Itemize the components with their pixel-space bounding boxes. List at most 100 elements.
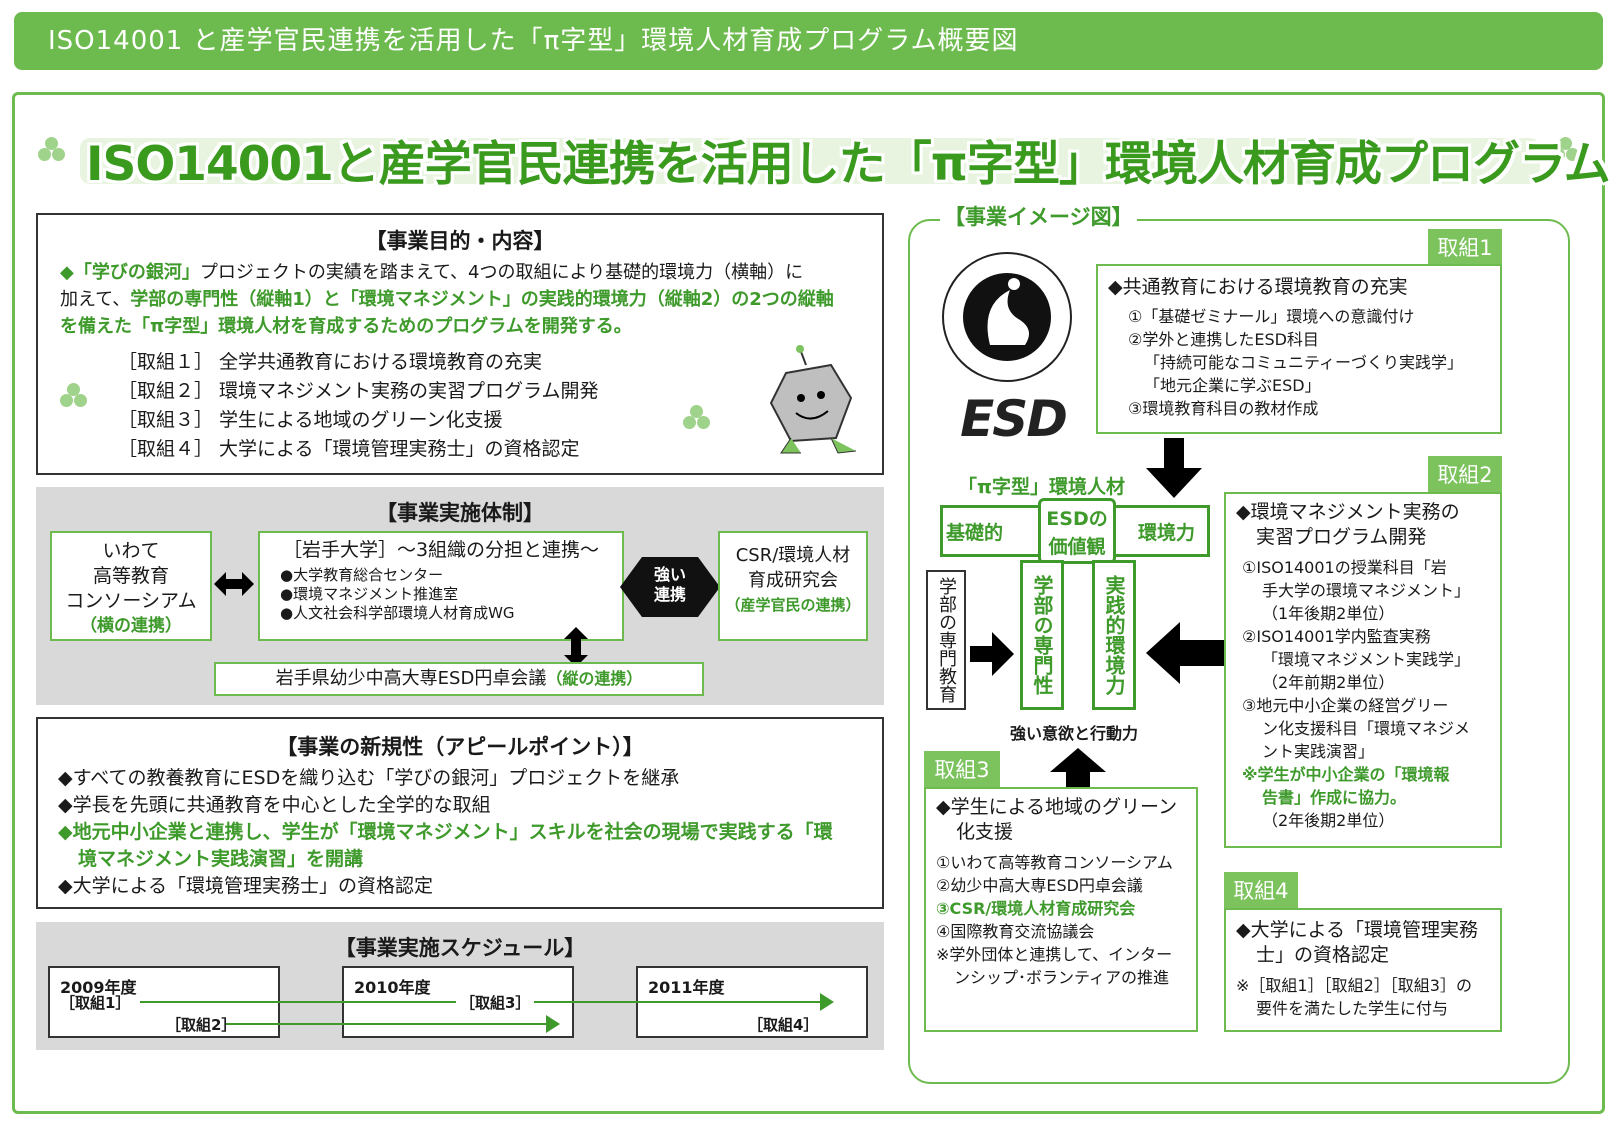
task4-title: 士」の資格認定	[1256, 944, 1390, 966]
lead-highlight: 学部の専門性（縦軸1）と「環境マネジメント」の実践的環境力（縦軸2）の2つの縦軸	[130, 289, 834, 310]
task2-line: （1年後期2単位）	[1262, 604, 1395, 623]
csr-box: CSR/環境人材 育成研究会 （産学官民の連携）	[718, 531, 868, 641]
clover-icon	[1552, 137, 1580, 165]
task3-title: ◆学生による地域のグリーン	[936, 796, 1178, 818]
novelty-item-highlight: ◆地元中小企業と連携し、学生が「環境マネジメント」スキルを社会の現場で実践する「…	[58, 821, 833, 843]
roundtable-label: 岩手県幼少中高大専ESD円卓会議	[275, 668, 547, 689]
specialty-column: 学部の専門性	[1020, 560, 1064, 710]
task1-line: ①「基礎ゼミナール」環境への意識付け	[1128, 307, 1415, 326]
task3-box: ◆学生による地域のグリーン 化支援 ①いわて高等教育コンソーシアム ②幼少中高大…	[924, 787, 1198, 1032]
pi-label: 「π字型」環境人材	[958, 476, 1126, 498]
purpose-box: 【事業目的・内容】 ◆「学びの銀河」プロジェクトの実績を踏まえて、4つの取組によ…	[36, 213, 884, 475]
left-arrow-icon	[1146, 622, 1224, 684]
structure-section: 【事業実施体制】 いわて 高等教育 コンソーシアム （横の連携） ［岩手大学］～…	[36, 487, 884, 705]
task2-line: ①ISO14001の授業科目「岩	[1242, 558, 1447, 577]
practical-column: 実践的環境力	[1092, 560, 1136, 710]
task2-line: ン化支援科目「環境マネジメ	[1262, 719, 1471, 738]
task3-line: ※学外団体と連携して、インターンシップ･ボランティアの推進	[936, 945, 1173, 987]
task2-line: ②ISO14001学内監査実務	[1242, 627, 1431, 646]
task1-tag: 取組1	[1428, 229, 1502, 267]
novelty-box: 【事業の新規性（アピールポイント）】 ◆すべての教養教育にESDを織り込む「学び…	[36, 717, 884, 909]
strong-line: 連携	[653, 585, 686, 604]
task2-line: ント実践演習」	[1262, 742, 1375, 761]
purpose-item: ［取組２］ 環境マネジメント実務の実習プログラム開発	[118, 380, 599, 402]
task3-tag: 取組3	[924, 751, 1000, 789]
image-heading: 【事業イメージ図】	[940, 201, 1137, 231]
task2-line: 「環境マネジメント実践学」	[1262, 650, 1471, 669]
task2-box: ◆環境マネジメント実務の 実習プログラム開発 ①ISO14001の授業科目「岩 …	[1224, 492, 1502, 848]
purpose-item: ［取組４］ 大学による「環境管理実務士」の資格認定	[118, 438, 580, 460]
down-arrow-icon	[1146, 438, 1202, 498]
novelty-item-highlight: 境マネジメント実践演習」を開講	[78, 848, 364, 870]
org-item: ●大学教育総合センター	[280, 566, 444, 584]
horizontal-link-label: （横の連携）	[80, 616, 182, 636]
purpose-items: ［取組１］ 全学共通教育における環境教育の充実 ［取組２］ 環境マネジメント実務…	[118, 348, 598, 464]
year-label: 2010年度	[354, 978, 431, 997]
task3-highlight: ③CSR/環境人材育成研究会	[936, 899, 1136, 918]
main-frame	[12, 92, 1605, 1114]
specialized-education-box: 学部の専門教育	[926, 570, 966, 710]
purpose-item: ［取組１］ 全学共通教育における環境教育の充実	[118, 351, 543, 373]
task3-title: 化支援	[956, 821, 1014, 843]
consortium-line: 高等教育	[92, 565, 169, 587]
task2-title: ◆環境マネジメント実務の	[1236, 501, 1460, 523]
double-arrow-icon	[214, 572, 254, 596]
esd-values-label: ESDの価値観	[1038, 498, 1116, 564]
task4-box: ◆大学による「環境管理実務 士」の資格認定 ※［取組1］［取組2］［取組3］の …	[1224, 908, 1502, 1032]
task2-highlight: 告書」作成に協力。	[1262, 788, 1407, 807]
task1-line: ②学外と連携したESD科目	[1128, 330, 1319, 349]
task1-line: ③環境教育科目の教材作成	[1128, 399, 1319, 418]
task2-title: 実習プログラム開発	[1256, 526, 1427, 548]
vertical-link-label: （縦の連携）	[546, 669, 643, 688]
consortium-line: コンソーシアム	[65, 590, 197, 612]
csr-line: 育成研究会	[748, 570, 838, 591]
consortium-line: いわて	[102, 540, 160, 562]
pubpriv-link-label: （産学官民の連携）	[725, 596, 861, 614]
structure-heading: 【事業実施体制】	[376, 501, 544, 525]
lead-text: 加えて、	[60, 289, 131, 310]
task-label: ［取組4］	[748, 1016, 819, 1034]
novelty-item: ◆学長を先頭に共通教育を中心とした全学的な取組	[58, 794, 491, 816]
task-label: ［取組2］	[166, 1016, 237, 1034]
task3-line: ④国際教育交流協議会	[936, 922, 1095, 941]
clover-icon	[60, 383, 88, 411]
roundtable-box: 岩手県幼少中高大専ESD円卓会議（縦の連携）	[214, 662, 704, 696]
purpose-item: ［取組３］ 学生による地域のグリーン化支援	[118, 409, 503, 431]
purpose-heading: 【事業目的・内容】	[365, 229, 555, 253]
purpose-lead: ◆「学びの銀河」プロジェクトの実績を踏まえて、4つの取組により基礎的環境力（横軸…	[60, 259, 880, 340]
year-label: 2011年度	[648, 978, 725, 997]
image-frame	[908, 219, 1570, 1084]
task2-line: （2年後期2単位）	[1262, 811, 1395, 830]
novelty-heading: 【事業の新規性（アピールポイント）】	[276, 735, 644, 759]
task2-line: （2年前期2単位）	[1262, 673, 1395, 692]
env-skill-label: 環境力	[1138, 522, 1196, 544]
task4-note: 要件を満たした学生に付与	[1256, 999, 1449, 1018]
esd-logo-icon	[942, 252, 1072, 382]
lead-project: ◆「学びの銀河」	[60, 262, 200, 283]
title-strip	[80, 138, 1540, 184]
header-bar: ISO14001 と産学官民連携を活用した「π字型」環境人材育成プログラム概要図	[14, 12, 1603, 70]
main-title: ISO14001と産学官民連携を活用した「π字型」環境人材育成プログラム	[86, 137, 1611, 192]
csr-line: CSR/環境人材	[735, 545, 851, 566]
lead-text: プロジェクトの実績を踏まえて、4つの取組により基礎的環境力（横軸）に	[199, 262, 804, 283]
org-item: ●人文社会科学部環境人材育成WG	[280, 604, 515, 622]
base-skill-label: 基礎的	[946, 522, 1004, 544]
task-label: ［取組3］	[456, 992, 535, 1013]
clover-icon	[683, 405, 711, 433]
up-arrow-icon	[1050, 748, 1106, 788]
task1-title: ◆共通教育における環境教育の充実	[1108, 276, 1408, 298]
task4-title: ◆大学による「環境管理実務	[1236, 919, 1479, 941]
right-arrow-icon	[970, 632, 1014, 676]
schedule-heading: 【事業実施スケジュール】	[334, 936, 586, 960]
task1-line: 「持続可能なコミュニティーづくり実践学」	[1144, 353, 1464, 372]
consortium-box: いわて 高等教育 コンソーシアム （横の連携）	[50, 531, 212, 641]
mascot-illustration	[769, 345, 857, 454]
task1-line: 「地元企業に学ぶESD」	[1144, 376, 1321, 395]
vertical-double-arrow-icon	[564, 627, 588, 667]
esd-mark: ESD	[960, 390, 1068, 448]
arrow-head-icon	[820, 993, 834, 1011]
org-item: ●環境マネジメント推進室	[280, 585, 459, 603]
schedule-section: 【事業実施スケジュール】 2009年度 2010年度 2011年度 ［取組1］ …	[36, 922, 884, 1050]
lead-highlight: を備えた「π字型」環境人材を育成するためのプログラムを開発する。	[60, 316, 632, 337]
task3-line: ①いわて高等教育コンソーシアム	[936, 853, 1173, 872]
